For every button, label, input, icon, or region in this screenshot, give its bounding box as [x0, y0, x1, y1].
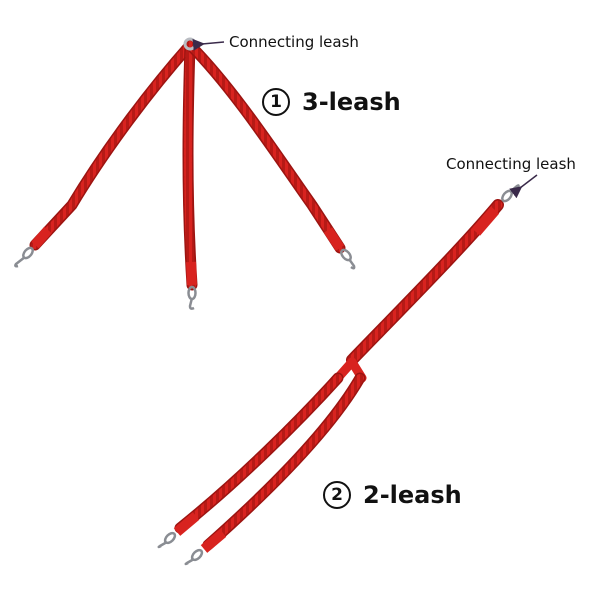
strap-end: [31, 226, 52, 249]
strap-end: [323, 227, 345, 251]
three-way-leash: [14, 37, 356, 310]
snap-clip-icon: [14, 246, 34, 268]
snap-clip-icon: [501, 184, 520, 203]
pointer-arrow-icon: [509, 174, 538, 199]
strap-end: [173, 512, 200, 536]
connector-label-three: Connecting leash: [229, 33, 359, 51]
three-leash-title: 1 3-leash: [262, 87, 401, 116]
strap-end: [200, 529, 227, 553]
marker-one: 1: [262, 88, 290, 116]
two-way-leash: [157, 174, 538, 566]
marker-two: 2: [323, 481, 351, 509]
three-leash-name: 3-leash: [302, 88, 401, 116]
two-leash-title: 2 2-leash: [323, 480, 462, 509]
strap-end: [186, 261, 197, 286]
strap-end: [471, 206, 500, 236]
pointer-arrow-icon: [192, 38, 225, 51]
snap-clip-icon: [157, 531, 177, 549]
snap-clip-icon: [340, 248, 356, 270]
connector-label-two: Connecting leash: [446, 155, 576, 173]
snap-clip-icon: [184, 548, 204, 566]
two-leash-name: 2-leash: [363, 481, 462, 509]
snap-clip-icon: [187, 285, 197, 310]
